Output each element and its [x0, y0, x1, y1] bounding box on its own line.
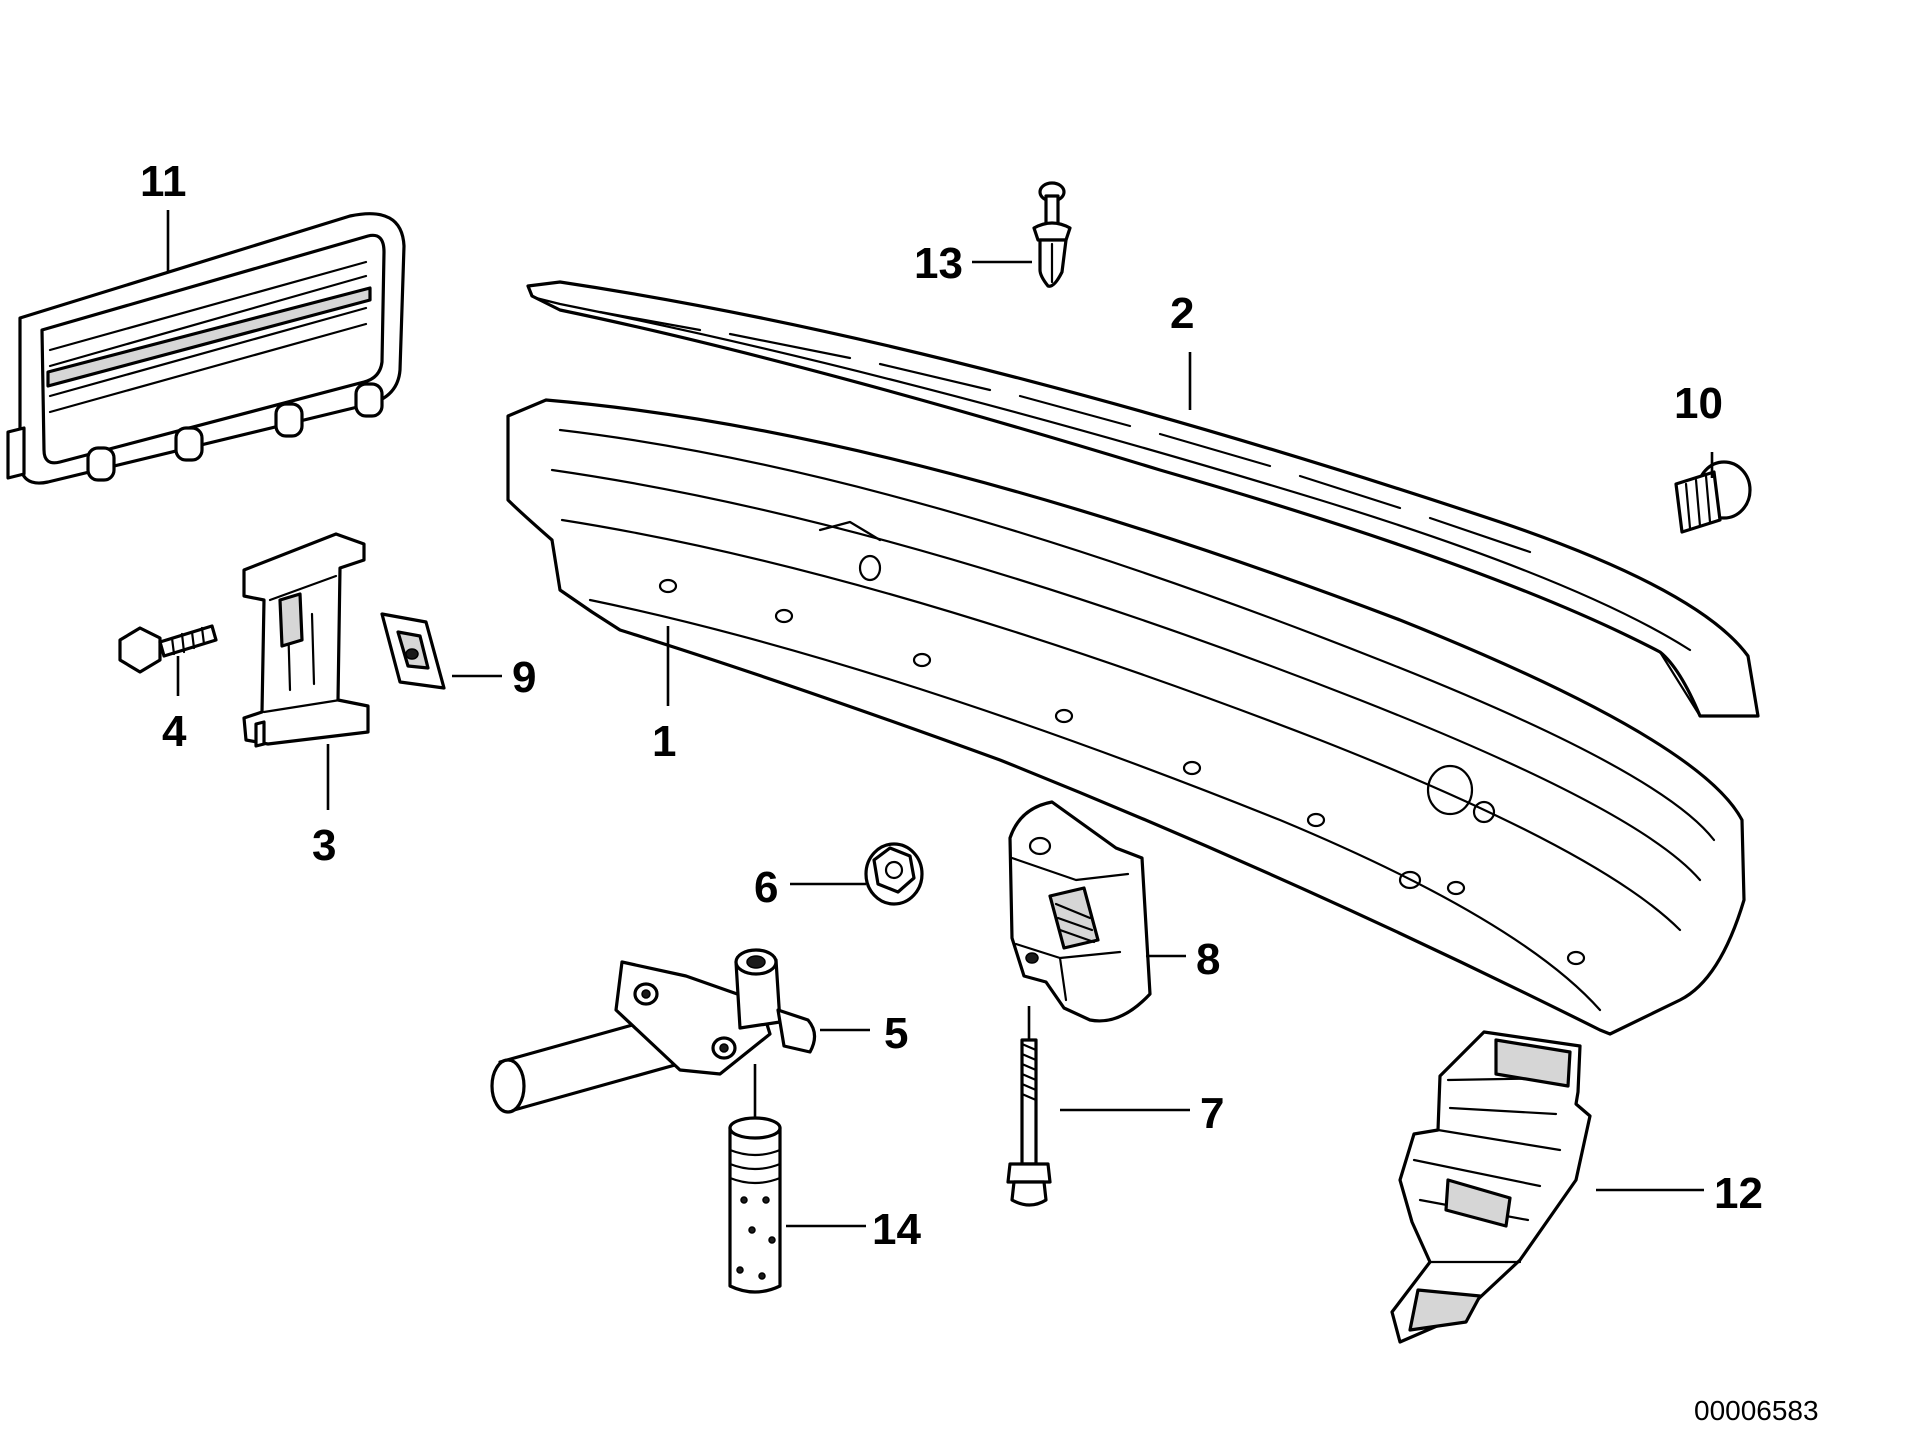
callout-13: 13 [914, 239, 963, 288]
part-6-flange-nut [864, 842, 924, 906]
callout-1: 1 [652, 717, 676, 766]
callout-9: 9 [512, 653, 536, 702]
leader-lines [166, 210, 1714, 1228]
part-11-vent-grille [6, 212, 406, 485]
callout-12: 12 [1714, 1169, 1763, 1218]
part-3-bracket [242, 532, 370, 748]
part-12-corner-bracket [1390, 1030, 1592, 1344]
callout-10: 10 [1674, 379, 1723, 428]
part-2-top-strip [526, 280, 1760, 718]
part-7-bolt [1006, 1006, 1052, 1207]
part-4-screw [118, 624, 218, 674]
callout-3: 3 [312, 821, 336, 870]
part-5-impact-absorber [490, 948, 817, 1114]
callout-14: 14 [872, 1205, 921, 1254]
callout-11: 11 [140, 157, 187, 206]
part-9-clip-nut [380, 612, 446, 690]
callout-7: 7 [1200, 1089, 1224, 1138]
callout-4: 4 [162, 707, 187, 756]
callout-labels: 11 13 2 10 4 9 1 3 6 8 5 7 12 14 [140, 157, 1763, 1254]
document-number: 00006583 [1694, 1395, 1819, 1426]
callout-8: 8 [1196, 935, 1220, 984]
part-1-bumper-body [506, 398, 1746, 1036]
mount-holes [658, 554, 1586, 966]
callout-6: 6 [754, 863, 778, 912]
part-14-spacer [728, 1064, 782, 1294]
callout-2: 2 [1170, 289, 1194, 338]
callout-5: 5 [884, 1009, 908, 1058]
part-13-push-rivet [1032, 181, 1072, 288]
part-8-mounting-bracket [1008, 800, 1152, 1023]
